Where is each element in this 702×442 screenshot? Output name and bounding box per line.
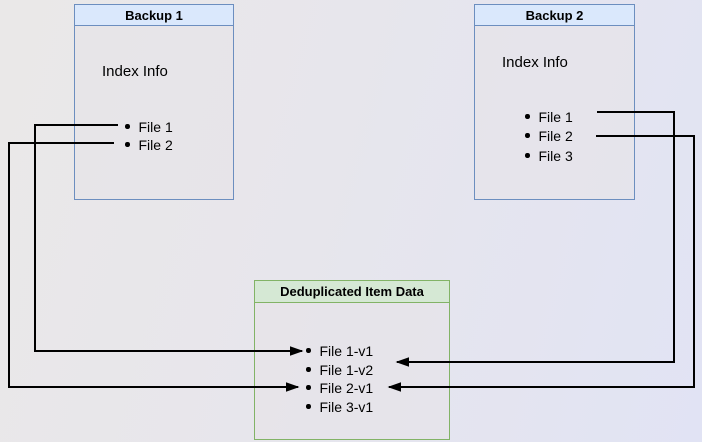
item-label: File 1-v2	[319, 361, 374, 378]
list-item: File 3-v1	[306, 397, 373, 416]
bullet-icon	[525, 133, 530, 138]
item-label: File 1	[538, 108, 573, 125]
node-backup-2-title: Backup 2	[475, 5, 634, 26]
list-item: File 2	[525, 126, 573, 145]
list-item: File 1-v2	[306, 360, 373, 379]
item-label: File 3-v1	[319, 398, 374, 415]
list-item: File 2	[125, 135, 173, 154]
item-label: File 1-v1	[319, 342, 374, 359]
list-item: File 1-v1	[306, 341, 373, 360]
list-item: File 1	[525, 107, 573, 126]
node-backup-1: Backup 1 Index Info File 1 File 2	[74, 4, 234, 200]
item-label: File 2	[538, 127, 573, 144]
bullet-icon	[125, 142, 130, 147]
node-backup-2: Backup 2 Index Info File 1 File 2 File 3	[474, 4, 635, 200]
item-label: File 1	[138, 118, 173, 135]
item-label: File 2-v1	[319, 379, 374, 396]
item-label: File 2	[138, 136, 173, 153]
bullet-icon	[306, 404, 311, 409]
bullet-icon	[525, 114, 530, 119]
bullet-icon	[525, 153, 530, 158]
bullet-icon	[306, 348, 311, 353]
node-deduplicated-item-data: Deduplicated Item Data File 1-v1 File 1-…	[254, 280, 450, 440]
node-deduplicated-item-data-title: Deduplicated Item Data	[255, 281, 449, 303]
node-backup-2-subtitle: Index Info	[502, 54, 568, 71]
bullet-icon	[125, 124, 130, 129]
list-item: File 2-v1	[306, 378, 373, 397]
list-item: File 3	[525, 146, 573, 165]
node-backup-1-subtitle: Index Info	[102, 63, 168, 80]
bullet-icon	[306, 385, 311, 390]
list-item: File 1	[125, 117, 173, 136]
bullet-icon	[306, 367, 311, 372]
item-label: File 3	[538, 147, 573, 164]
node-backup-1-title: Backup 1	[75, 5, 233, 26]
